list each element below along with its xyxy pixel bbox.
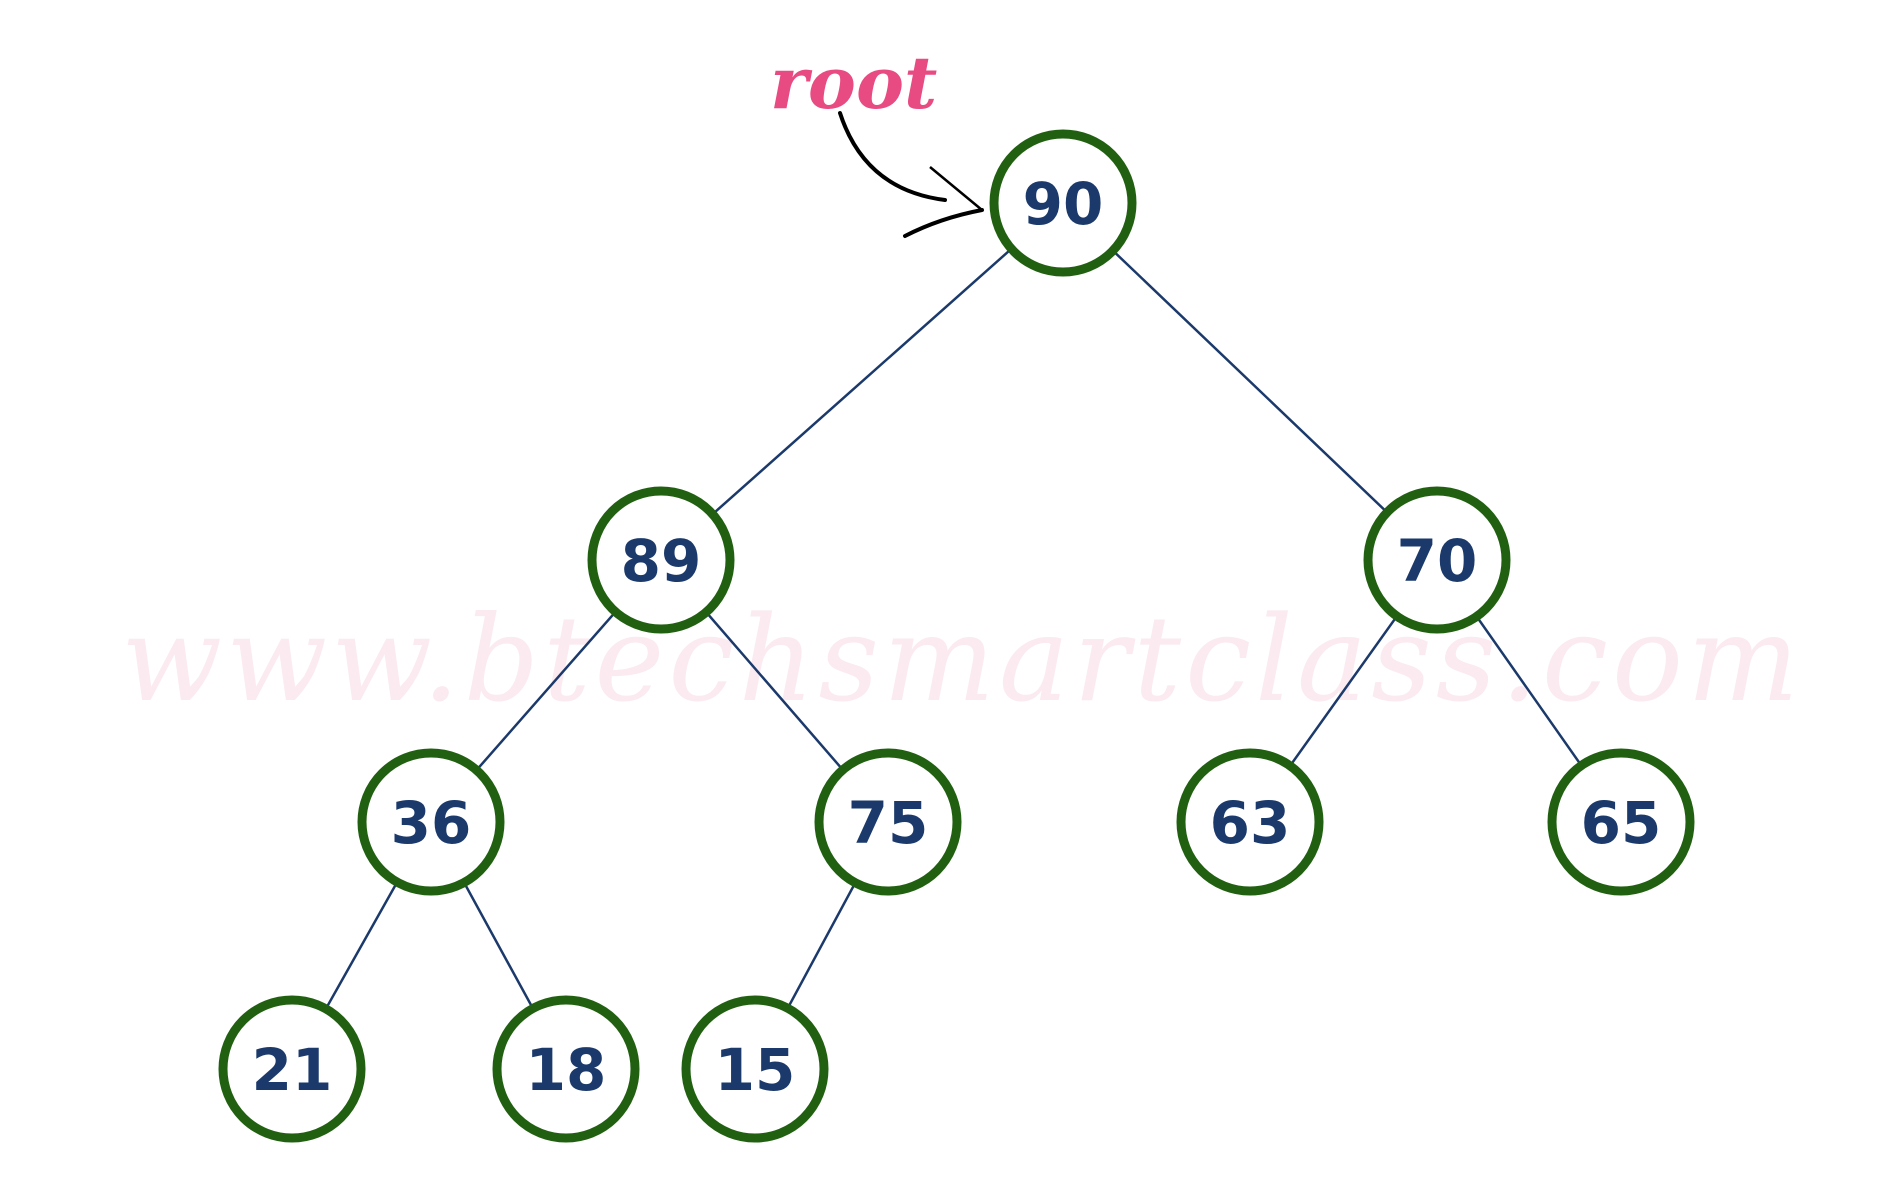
- watermark: www.btechsmartclass.com: [121, 590, 1803, 728]
- node-value: 75: [848, 789, 929, 857]
- node-circle: [1176, 748, 1324, 896]
- tree-node-63: 63: [1176, 748, 1324, 896]
- node-circle: [989, 129, 1137, 277]
- edge-90-89: [660, 202, 1064, 561]
- node-circle: [1363, 486, 1511, 634]
- tree-node-65: 65: [1547, 748, 1695, 896]
- node-value: 70: [1397, 527, 1478, 595]
- nodes: 90 89 70 36 75 63 65 21 18 15: [218, 129, 1695, 1143]
- node-value: 15: [715, 1036, 796, 1104]
- tree-node-89: 89: [587, 486, 735, 634]
- node-circle: [814, 748, 962, 896]
- node-value: 18: [526, 1036, 607, 1104]
- node-circle: [357, 748, 505, 896]
- root-arrow: [838, 111, 984, 238]
- node-value: 89: [621, 527, 702, 595]
- tree-node-21: 21: [218, 995, 366, 1143]
- tree-node-75: 75: [814, 748, 962, 896]
- node-value: 90: [1023, 170, 1104, 238]
- node-circle: [492, 995, 640, 1143]
- node-value: 63: [1210, 789, 1291, 857]
- root-label: root: [770, 40, 937, 125]
- tree-node-70: 70: [1363, 486, 1511, 634]
- node-value: 65: [1581, 789, 1662, 857]
- node-value: 36: [391, 789, 472, 857]
- tree-node-36: 36: [357, 748, 505, 896]
- node-circle: [587, 486, 735, 634]
- node-circle: [681, 995, 829, 1143]
- node-value: 21: [252, 1036, 333, 1104]
- tree-node-18: 18: [492, 995, 640, 1143]
- edge-90-70: [1062, 202, 1438, 561]
- node-circle: [1547, 748, 1695, 896]
- tree-node-90: 90: [989, 129, 1137, 277]
- node-circle: [218, 995, 366, 1143]
- tree-node-15: 15: [681, 995, 829, 1143]
